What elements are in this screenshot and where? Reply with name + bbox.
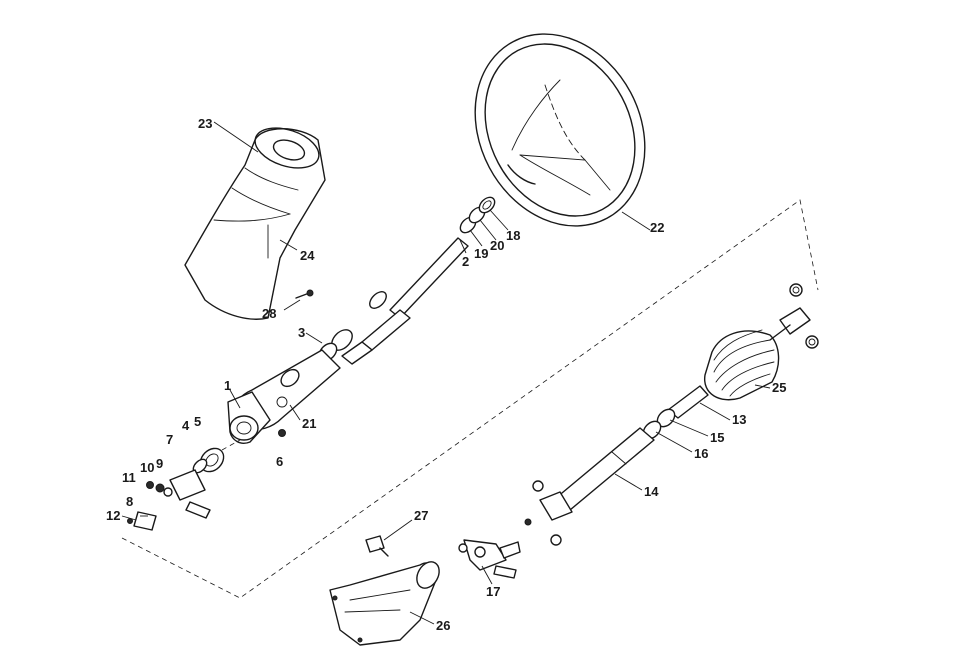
label-part-22: 22 [650, 220, 664, 235]
lower-universal-joint [127, 469, 211, 531]
label-part-24: 24 [300, 248, 315, 263]
leader-lines [121, 121, 771, 625]
label-part-20: 20 [490, 238, 504, 253]
screw-28 [295, 289, 314, 299]
upper-rings [459, 196, 496, 234]
label-part-15: 15 [710, 430, 724, 445]
part-labels: 23 24 28 3 2 19 20 18 22 1 21 4 5 6 7 9 … [106, 116, 786, 633]
label-part-3: 3 [298, 325, 305, 340]
label-part-23: 23 [198, 116, 212, 131]
rubber-boot [704, 329, 780, 401]
label-part-25: 25 [772, 380, 786, 395]
column-housing [227, 349, 341, 444]
label-part-2: 2 [462, 254, 469, 269]
label-part-4: 4 [182, 418, 190, 433]
label-part-17: 17 [486, 584, 500, 599]
bolt-27 [365, 535, 389, 557]
label-part-6: 6 [276, 454, 283, 469]
label-part-10: 10 [140, 460, 154, 475]
label-part-19: 19 [474, 246, 488, 261]
column-shroud [184, 127, 326, 320]
lower-tube-14 [555, 427, 655, 511]
label-part-14: 14 [644, 484, 659, 499]
label-part-26: 26 [436, 618, 450, 633]
label-part-13: 13 [732, 412, 746, 427]
label-part-9: 9 [156, 456, 163, 471]
floor-cover-26 [329, 561, 440, 646]
explode-lines [121, 199, 819, 599]
label-part-8: 8 [126, 494, 133, 509]
label-part-18: 18 [506, 228, 520, 243]
label-part-16: 16 [694, 446, 708, 461]
label-part-7: 7 [166, 432, 173, 447]
steering-wheel [474, 33, 646, 227]
label-part-27: 27 [414, 508, 428, 523]
upper-steering-shaft [341, 237, 469, 365]
label-part-12: 12 [106, 508, 120, 523]
lower-u-joint [524, 480, 573, 546]
label-part-28: 28 [262, 306, 276, 321]
upper-right-u-joint [769, 283, 819, 349]
label-part-1: 1 [224, 378, 231, 393]
label-part-11: 11 [122, 470, 136, 485]
label-part-21: 21 [302, 416, 316, 431]
bolt-6 [278, 429, 286, 437]
label-part-5: 5 [194, 414, 201, 429]
bracket-17 [458, 539, 521, 579]
